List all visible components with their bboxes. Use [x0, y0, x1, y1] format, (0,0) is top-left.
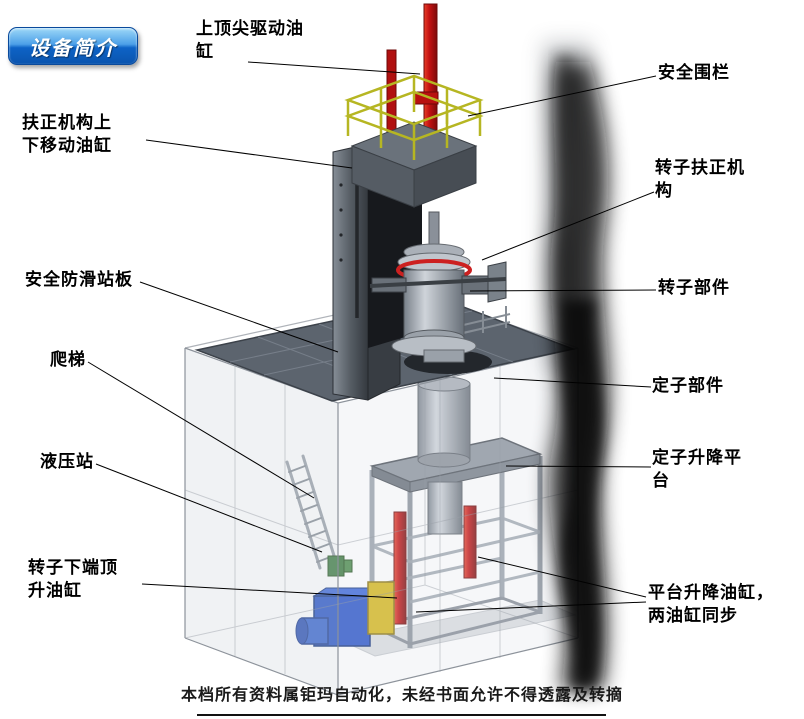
rotor-assembly [369, 211, 507, 363]
inner-machinery [285, 376, 577, 657]
label-antislip-platform: 安全防滑站板 [25, 270, 133, 289]
label-centering-updown-cylinder: 扶正机构上 下移动油缸 [22, 113, 112, 155]
label-top-drive-cylinder: 上顶尖驱动油 缸 [196, 19, 304, 61]
label-rotor-centering-mechanism: 转子扶正机 构 [655, 158, 745, 200]
label-stator-component: 定子部件 [652, 376, 724, 395]
main-column [332, 135, 422, 401]
label-stator-lift-platform: 定子升降平 台 [652, 448, 742, 490]
footer-text: 本档所有资料属钜玛自动化，未经书面允许不得透露及转摘 [180, 687, 623, 704]
title-badge: 设备简介 [8, 27, 138, 65]
label-hydraulic-station: 液压站 [40, 452, 94, 471]
upper-machine [332, 3, 507, 401]
leader-lines [87, 61, 657, 613]
safety-fence [344, 74, 484, 160]
hydraulic-station [295, 555, 395, 647]
rotor-centering-mechanism [369, 261, 507, 303]
support-cylinder [427, 481, 463, 535]
label-rotor-component: 转子部件 [658, 278, 730, 297]
label-platform-lift-cylinder: 平台升降油缸， 两油缸同步 [648, 583, 774, 625]
label-safety-fence: 安全围栏 [658, 63, 730, 82]
label-rotor-bottom-jack-cylinder: 转子下端顶 升油缸 [28, 558, 118, 600]
shadow-smudge [548, 62, 610, 690]
enclosure [184, 294, 579, 696]
label-ladder: 爬梯 [50, 350, 86, 369]
control-cabinet [367, 581, 395, 635]
platform-lift-cylinders [393, 505, 477, 625]
footer-rule [197, 714, 606, 716]
stator-cylinder [417, 376, 471, 468]
